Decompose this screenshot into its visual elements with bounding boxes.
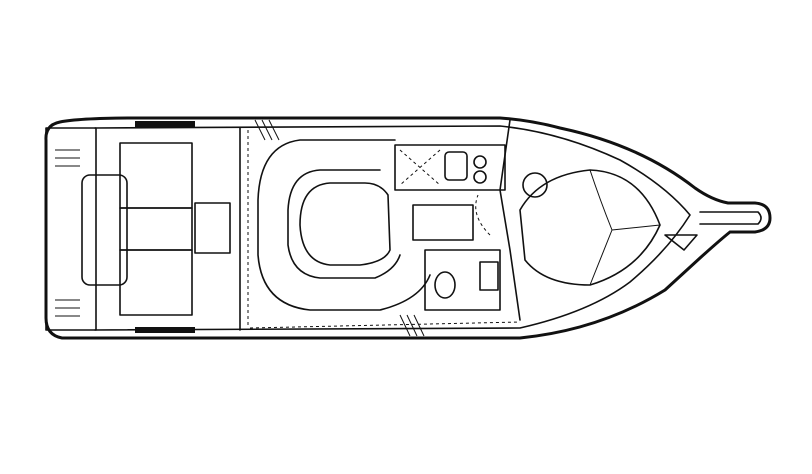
transom (45, 127, 97, 331)
cockpit-coaming-bottom (135, 327, 195, 333)
walkway-dashed (249, 321, 521, 329)
side-deck-lines-bottom (399, 314, 425, 337)
gunwale-inner (94, 125, 691, 331)
dinette-island (299, 182, 391, 266)
transom-steps-bottom (55, 299, 80, 317)
transom-lounge (81, 174, 128, 286)
galley-counter (394, 144, 506, 191)
v-berth-cushion-lines (589, 169, 661, 286)
transom-steps-top (55, 149, 80, 167)
cockpit-small-hatch (194, 202, 231, 254)
cockpit-hatch-top (119, 142, 193, 209)
forward-bulkhead (499, 119, 521, 321)
head-sink (479, 261, 499, 291)
door-swing (475, 194, 491, 236)
cockpit-coaming-top (135, 121, 195, 127)
dinette-table (412, 204, 474, 241)
hull-outline (44, 116, 772, 340)
deck-hatch (522, 172, 548, 198)
side-deck-lines-top (254, 119, 280, 141)
galley-sink (444, 151, 468, 181)
stove-burner-2 (473, 170, 487, 184)
dinette-inner (287, 169, 401, 279)
stove-burner-1 (473, 155, 487, 169)
cockpit-hatch-mid (119, 207, 193, 251)
bow-pulpit (699, 211, 762, 225)
cockpit-hatch-bottom (119, 249, 193, 316)
galley-cross (399, 149, 441, 186)
head-compartment (424, 249, 501, 311)
dinette-outer (257, 139, 431, 311)
anchor-hatch (664, 234, 698, 251)
toilet (434, 271, 456, 299)
